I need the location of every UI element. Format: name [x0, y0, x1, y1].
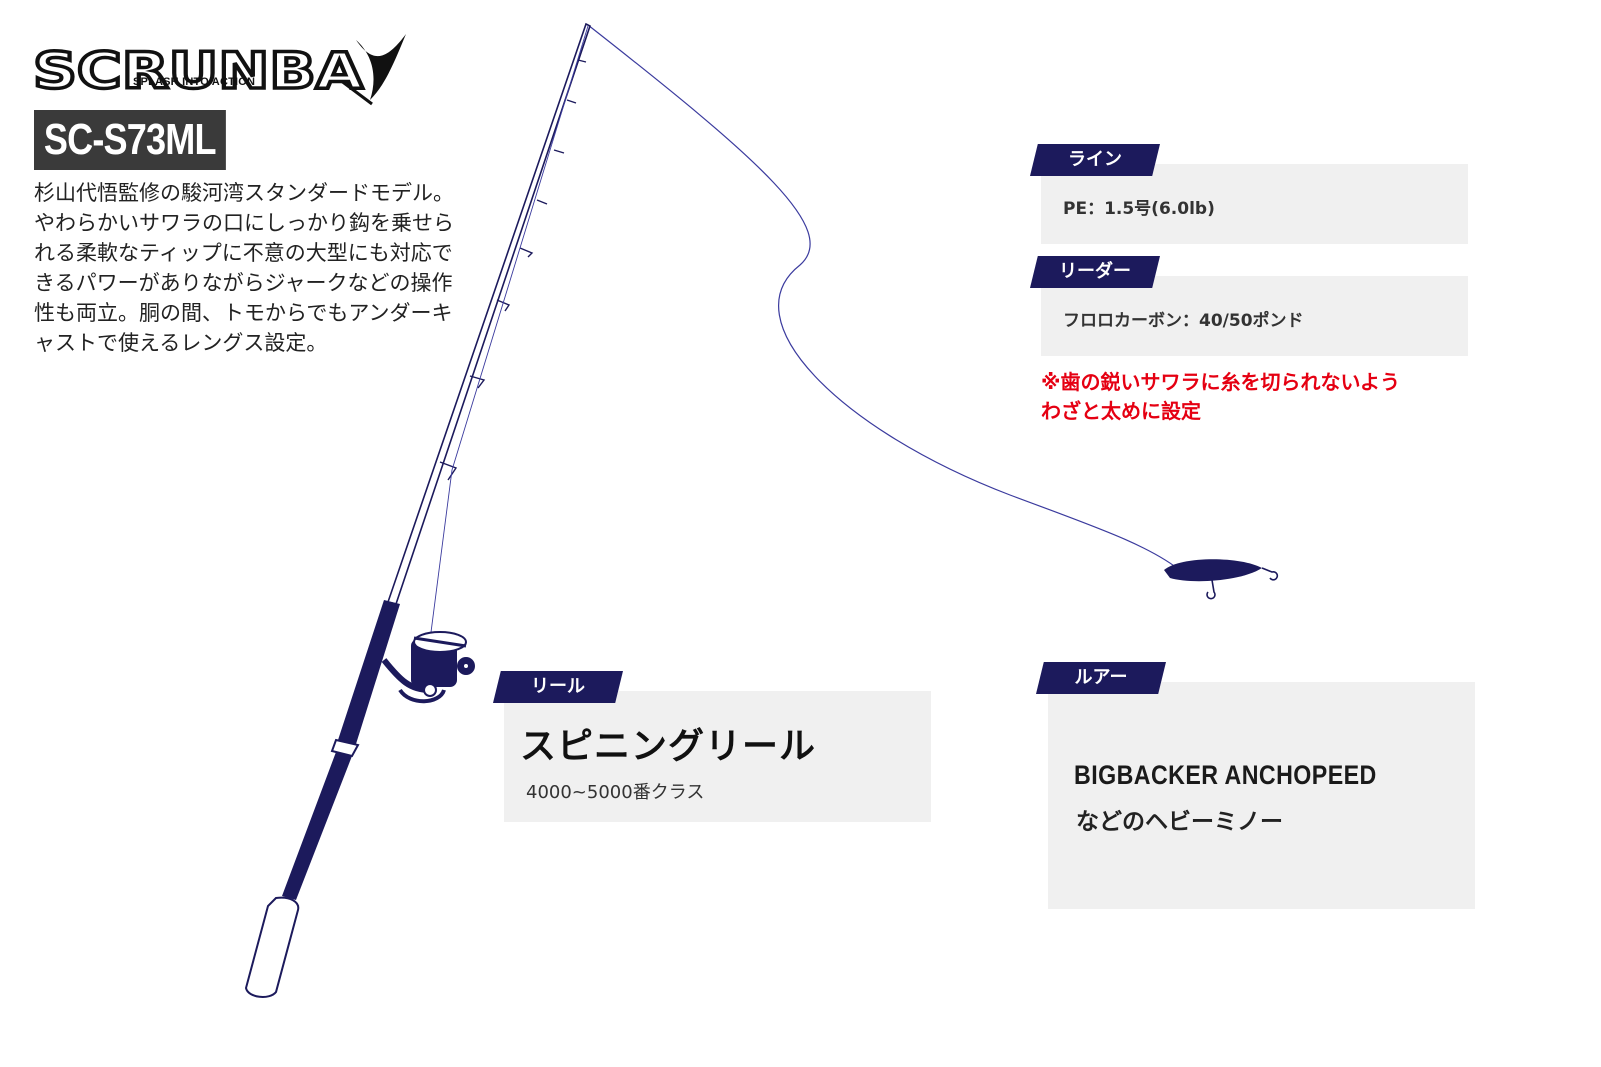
lure-panel	[1048, 682, 1475, 909]
lure-name: BIGBACKER ANCHOPEED	[1074, 760, 1377, 790]
reel-tag: リール	[493, 671, 623, 703]
fishing-line	[587, 24, 1183, 573]
leader-panel	[1041, 276, 1468, 356]
product-description: 杉山代悟監修の駿河湾スタンダードモデル。やわらかいサワラの口にしっかり鈎を乗せら…	[34, 181, 454, 355]
spinning-reel-icon	[381, 631, 475, 704]
model-badge: SC-S73ML	[34, 110, 226, 170]
leader-note-line1: ※歯の鋭いサワラに糸を切られないよう	[1041, 370, 1401, 394]
brand-logo-wordmark: SCRUNBA	[33, 42, 365, 102]
brand-tagline: SPLASH INTO ACTION	[133, 76, 256, 88]
reel-size: 4000~5000番クラス	[526, 782, 705, 803]
leader-value: フロロカーボン：40/50ポンド	[1063, 311, 1304, 331]
brand-logo: SCRUNBA SPLASH INTO ACTION	[33, 28, 413, 108]
lure-description: などのヘビーミノー	[1076, 809, 1283, 835]
brand-logo-text: SCRUNBA	[33, 42, 363, 100]
reel-title: スピニングリール	[520, 726, 817, 767]
lure-tag: ルアー	[1036, 662, 1166, 694]
line-panel	[1041, 164, 1468, 244]
leader-tag: リーダー	[1030, 256, 1160, 288]
reel-panel	[504, 691, 931, 822]
leader-note-line2: わざと太めに設定	[1041, 399, 1201, 423]
minnow-lure-icon	[1164, 559, 1279, 600]
line-tag: ライン	[1030, 144, 1160, 176]
fish-tail-logo-icon	[339, 34, 406, 106]
fishing-rod-icon	[244, 22, 591, 998]
line-value: PE：1.5号(6.0lb)	[1063, 199, 1215, 219]
